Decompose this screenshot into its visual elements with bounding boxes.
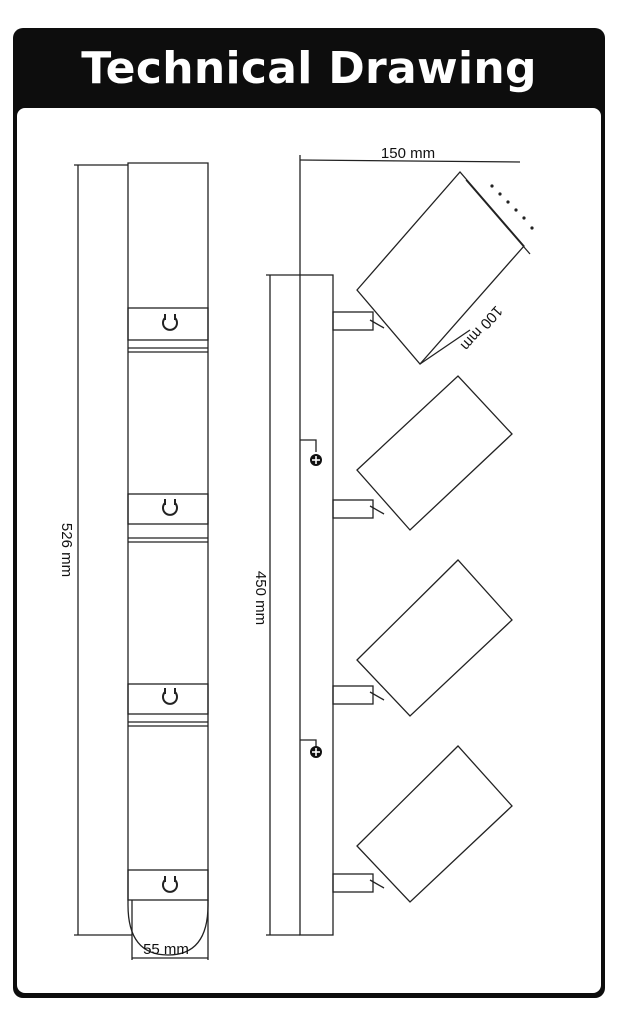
dotted-edge (490, 184, 534, 230)
header-frame: Technical Drawing (13, 28, 605, 998)
label-spacing: 450 mm (252, 571, 269, 625)
keyhole-plate (127, 493, 209, 525)
keyhole-icon (162, 502, 178, 516)
drawing-card (17, 108, 601, 993)
label-depth: 150 mm (381, 145, 435, 162)
keyhole-plate (127, 869, 209, 901)
depth-dimension-line (299, 159, 521, 163)
spotlight-head (356, 559, 513, 717)
label-width: 55 mm (143, 941, 189, 958)
keyhole-plate (127, 683, 209, 715)
keyhole-icon (162, 691, 178, 705)
front-view (74, 162, 209, 960)
side-rail (299, 274, 334, 936)
spotlight-head (356, 171, 531, 365)
keyhole-icon (162, 317, 178, 331)
label-length: 526 mm (58, 523, 75, 577)
page-title: Technical Drawing (81, 42, 537, 94)
screw-icon (310, 746, 322, 758)
label-diameter: 100 mm (457, 302, 506, 354)
spotlight-head (356, 745, 513, 903)
side-view (266, 155, 534, 936)
screw-icon (310, 454, 322, 466)
spotlight-head (356, 375, 513, 531)
keyhole-icon (162, 879, 178, 893)
front-strip-outline (127, 162, 209, 956)
keyhole-plate (127, 307, 209, 341)
